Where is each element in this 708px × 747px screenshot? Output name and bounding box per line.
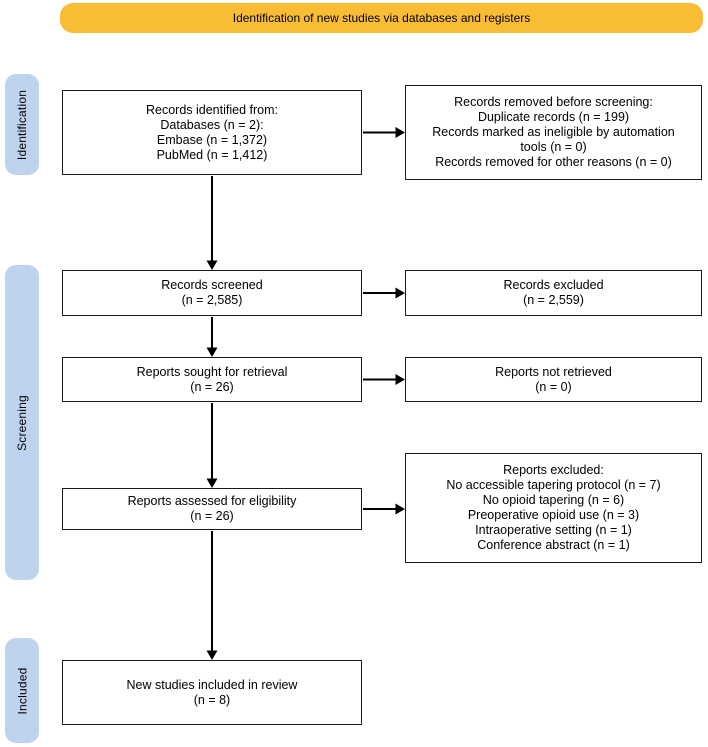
box-line: Preoperative opioid use (n = 3) xyxy=(467,508,640,522)
arrow-sought-to-not-retrieved xyxy=(363,374,405,385)
box-line: No opioid tapering (n = 6) xyxy=(482,493,625,507)
arrow-identified-to-screened xyxy=(206,176,218,270)
box-line: Reports not retrieved xyxy=(495,364,612,379)
arrow-identified-to-removed xyxy=(363,127,405,138)
box-line: Records removed before screening: xyxy=(454,95,653,109)
box-line: Databases (n = 2): xyxy=(160,117,264,132)
box-line: No accessible tapering protocol (n = 7) xyxy=(446,478,661,492)
stage-label-screening-text: Screening xyxy=(15,394,29,451)
box-line: Reports sought for retrieval xyxy=(136,364,288,379)
box-reports-assessed-for-eligibility: Reports assessed for eligibility (n = 26… xyxy=(62,488,362,530)
box-line: Reports excluded: xyxy=(503,463,604,477)
stage-label-screening: Screening xyxy=(5,265,39,580)
arrow-screened-to-sought xyxy=(206,317,218,357)
box-line: Records excluded xyxy=(503,278,604,292)
arrow-sought-to-assessed xyxy=(206,403,218,488)
stage-label-included-text: Included xyxy=(15,667,30,714)
box-line: (n = 8) xyxy=(193,692,231,707)
box-new-studies-included-in-review: New studies included in review (n = 8) xyxy=(62,660,362,725)
box-line: (n = 2,559) xyxy=(523,293,584,307)
box-records-screened: Records screened (n = 2,585) xyxy=(62,270,362,316)
stage-label-included: Included xyxy=(5,638,39,743)
box-line: New studies included in review xyxy=(126,677,298,692)
box-line: (n = 2,585) xyxy=(181,293,243,307)
box-line: tools (n = 0) xyxy=(520,140,587,154)
stage-label-identification-text: Identification xyxy=(15,89,29,160)
stage-label-identification: Identification xyxy=(5,74,39,175)
box-line: Records identified from: xyxy=(145,102,278,117)
box-records-identified: Records identified from: Databases (n = … xyxy=(62,90,362,175)
banner-identification-of-new-studies: Identification of new studies via databa… xyxy=(60,3,703,33)
box-line: Records removed for other reasons (n = 0… xyxy=(435,155,672,169)
box-line: Reports assessed for eligibility xyxy=(127,494,297,508)
box-records-removed-before-screening: Records removed before screening: Duplic… xyxy=(405,85,702,180)
box-line: Intraoperative setting (n = 1) xyxy=(475,523,632,537)
box-line: Records screened xyxy=(161,278,263,292)
box-line: Embase (n = 1,372) xyxy=(156,132,268,147)
box-line: PubMed (n = 1,412) xyxy=(156,147,268,162)
box-line: (n = 26) xyxy=(190,379,234,394)
box-reports-sought-for-retrieval: Reports sought for retrieval (n = 26) xyxy=(62,357,362,402)
arrow-assessed-to-included xyxy=(206,531,218,660)
box-reports-excluded: Reports excluded: No accessible tapering… xyxy=(405,453,702,563)
box-line: Conference abstract (n = 1) xyxy=(477,538,630,552)
box-line: Duplicate records (n = 199) xyxy=(477,110,630,124)
box-line: (n = 26) xyxy=(190,509,234,523)
box-records-excluded: Records excluded (n = 2,559) xyxy=(405,270,702,316)
box-line: Records marked as ineligible by automati… xyxy=(432,125,675,139)
arrow-assessed-to-reports-excluded xyxy=(363,503,405,515)
box-reports-not-retrieved: Reports not retrieved (n = 0) xyxy=(405,357,702,402)
arrow-screened-to-excluded xyxy=(363,287,405,299)
box-line: (n = 0) xyxy=(535,379,572,394)
